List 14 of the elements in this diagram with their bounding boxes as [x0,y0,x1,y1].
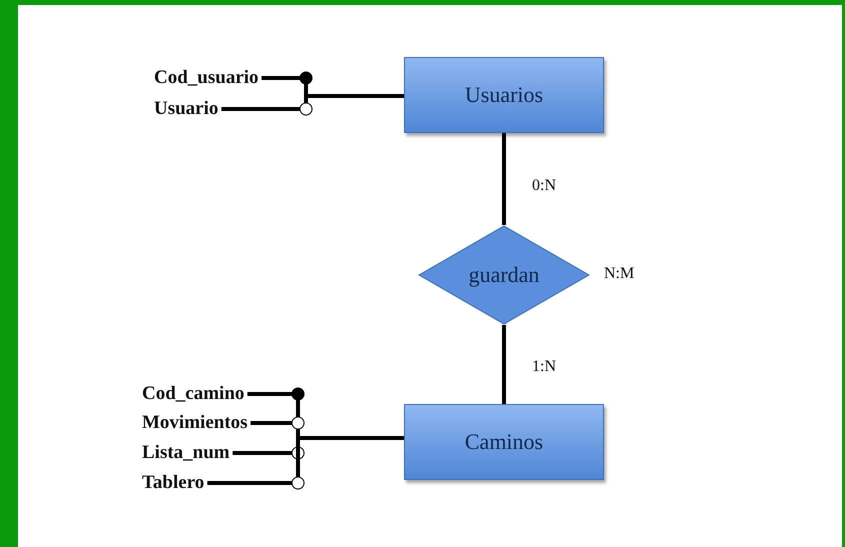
entity-box [404,57,604,133]
relationship-line [502,325,506,404]
attribute-label: Cod_usuario [154,67,259,89]
entity-box [404,404,604,480]
attribute-label: Tablero [142,472,204,494]
entity-name: Caminos [464,429,544,455]
relationship-name: guardan [468,262,540,288]
entity-name: Usuarios [464,82,544,108]
attribute-label: Lista_num [142,442,230,464]
relationship-line [502,133,506,225]
attribute-label: Usuario [154,98,218,120]
attribute-label: Cod_camino [142,383,244,405]
relationship-diamond [418,225,590,325]
attribute-label: Movimientos [142,412,248,434]
